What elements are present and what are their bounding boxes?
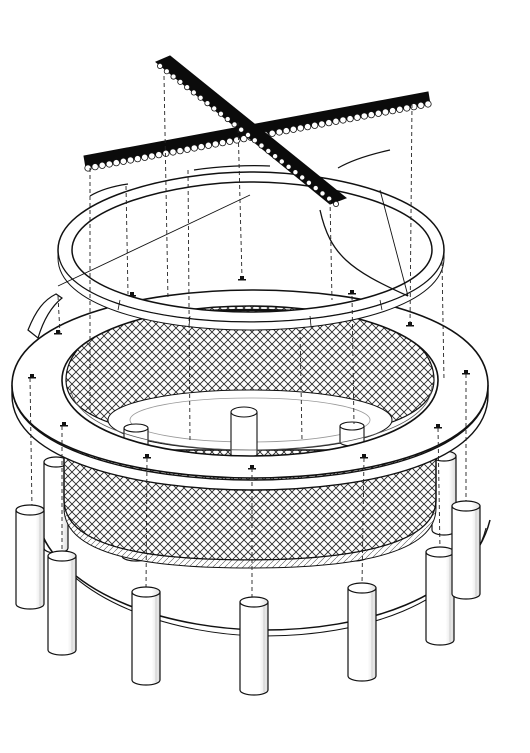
beam-scallop [105,160,113,168]
beam-scallop [360,112,368,120]
beam-scallop [156,63,163,70]
beam-scallop [258,142,265,149]
beam-scallop [325,119,333,127]
beam-scallop [238,126,245,133]
beam-scallop [119,157,128,165]
beam-scallop [176,147,184,155]
beam-scallop [204,100,211,107]
bolt [462,370,470,375]
beam-scallop [170,73,177,80]
beam-scallop [134,155,142,163]
outer-post [47,550,77,656]
beam-scallop [155,151,163,159]
bolt [143,454,151,459]
inner-post [230,406,258,460]
bolt [28,374,36,379]
bolt [60,422,68,427]
outer-post [451,500,481,600]
outer-post [239,596,269,696]
beam-scallop [339,116,347,124]
outer-post [15,504,45,610]
beam-scallop [374,109,382,117]
beam-scallop [388,107,397,115]
beam-scallop [197,143,205,151]
beam-scallop [211,105,218,112]
beam-scallop [126,156,135,164]
bolt [54,330,62,335]
outer-post [347,582,377,682]
beam-scallop [163,68,170,75]
beam-scallop [275,128,283,136]
beam-scallop [296,124,305,132]
top-ring [57,149,445,331]
beam-scallop [226,137,234,145]
beam-scallop [177,78,184,85]
beam-scallop [311,121,319,129]
beam-scallop [332,117,340,125]
beam-scallop [332,200,339,207]
bolt [348,290,356,295]
beam-scallop [305,179,312,186]
beam-scallop [381,108,390,116]
beam-scallop [396,105,404,113]
beam-scallop [197,94,204,101]
beam-scallop [184,84,191,91]
beam-scallop [326,195,333,202]
beam-scallop [219,139,227,147]
beam-scallop [417,101,425,109]
inner-post [339,421,365,447]
beam-scallop [299,174,306,181]
beam-scallop [282,127,290,135]
beam-scallop [231,121,238,128]
beam-scallops [156,63,339,207]
beam-scallop [353,113,361,121]
bolt [434,424,442,429]
beam-scallop [318,120,326,128]
beam-scallop [169,148,177,156]
beam-scallop [289,125,297,133]
bolt [128,292,136,297]
beam-scallop [424,100,432,108]
alignment-lines [29,75,467,600]
beam-scallop [148,152,156,160]
beam-scallop [251,137,258,144]
beam-scallop [190,144,198,152]
beam-scallop [204,141,212,149]
beam-scallop [244,131,251,138]
beam-scallop [224,116,231,123]
beam-scallop [272,153,279,160]
beam-scallop [91,163,99,171]
beam-scallop [240,135,248,143]
beam-scallop [265,147,272,154]
beam-scallop [112,159,120,167]
beam-scallop [233,136,241,144]
beam-scallop [211,140,220,148]
outer-post [425,546,455,646]
beam-scallop [141,153,149,161]
beam-scallop [346,115,354,123]
beam-scallop [403,104,411,112]
beam-scallop [190,89,197,96]
beam-scallop [268,129,276,137]
bolt [360,454,368,459]
beam-scallop [367,111,375,119]
outer-post [131,586,161,686]
guy-wires [57,189,409,297]
beam-scallop [278,158,285,165]
beam-scallop [98,161,106,169]
beam-scallop [285,163,292,170]
cross-beam [83,55,432,207]
beam-scallop [162,149,170,157]
beam-scallop [312,185,319,192]
beam-scallop [303,123,312,131]
beam-scallop [292,169,299,176]
beam-scallop [217,110,224,117]
outer-posts-front [15,500,481,696]
beam-scallop [183,145,191,153]
beam-scallop [319,190,326,197]
